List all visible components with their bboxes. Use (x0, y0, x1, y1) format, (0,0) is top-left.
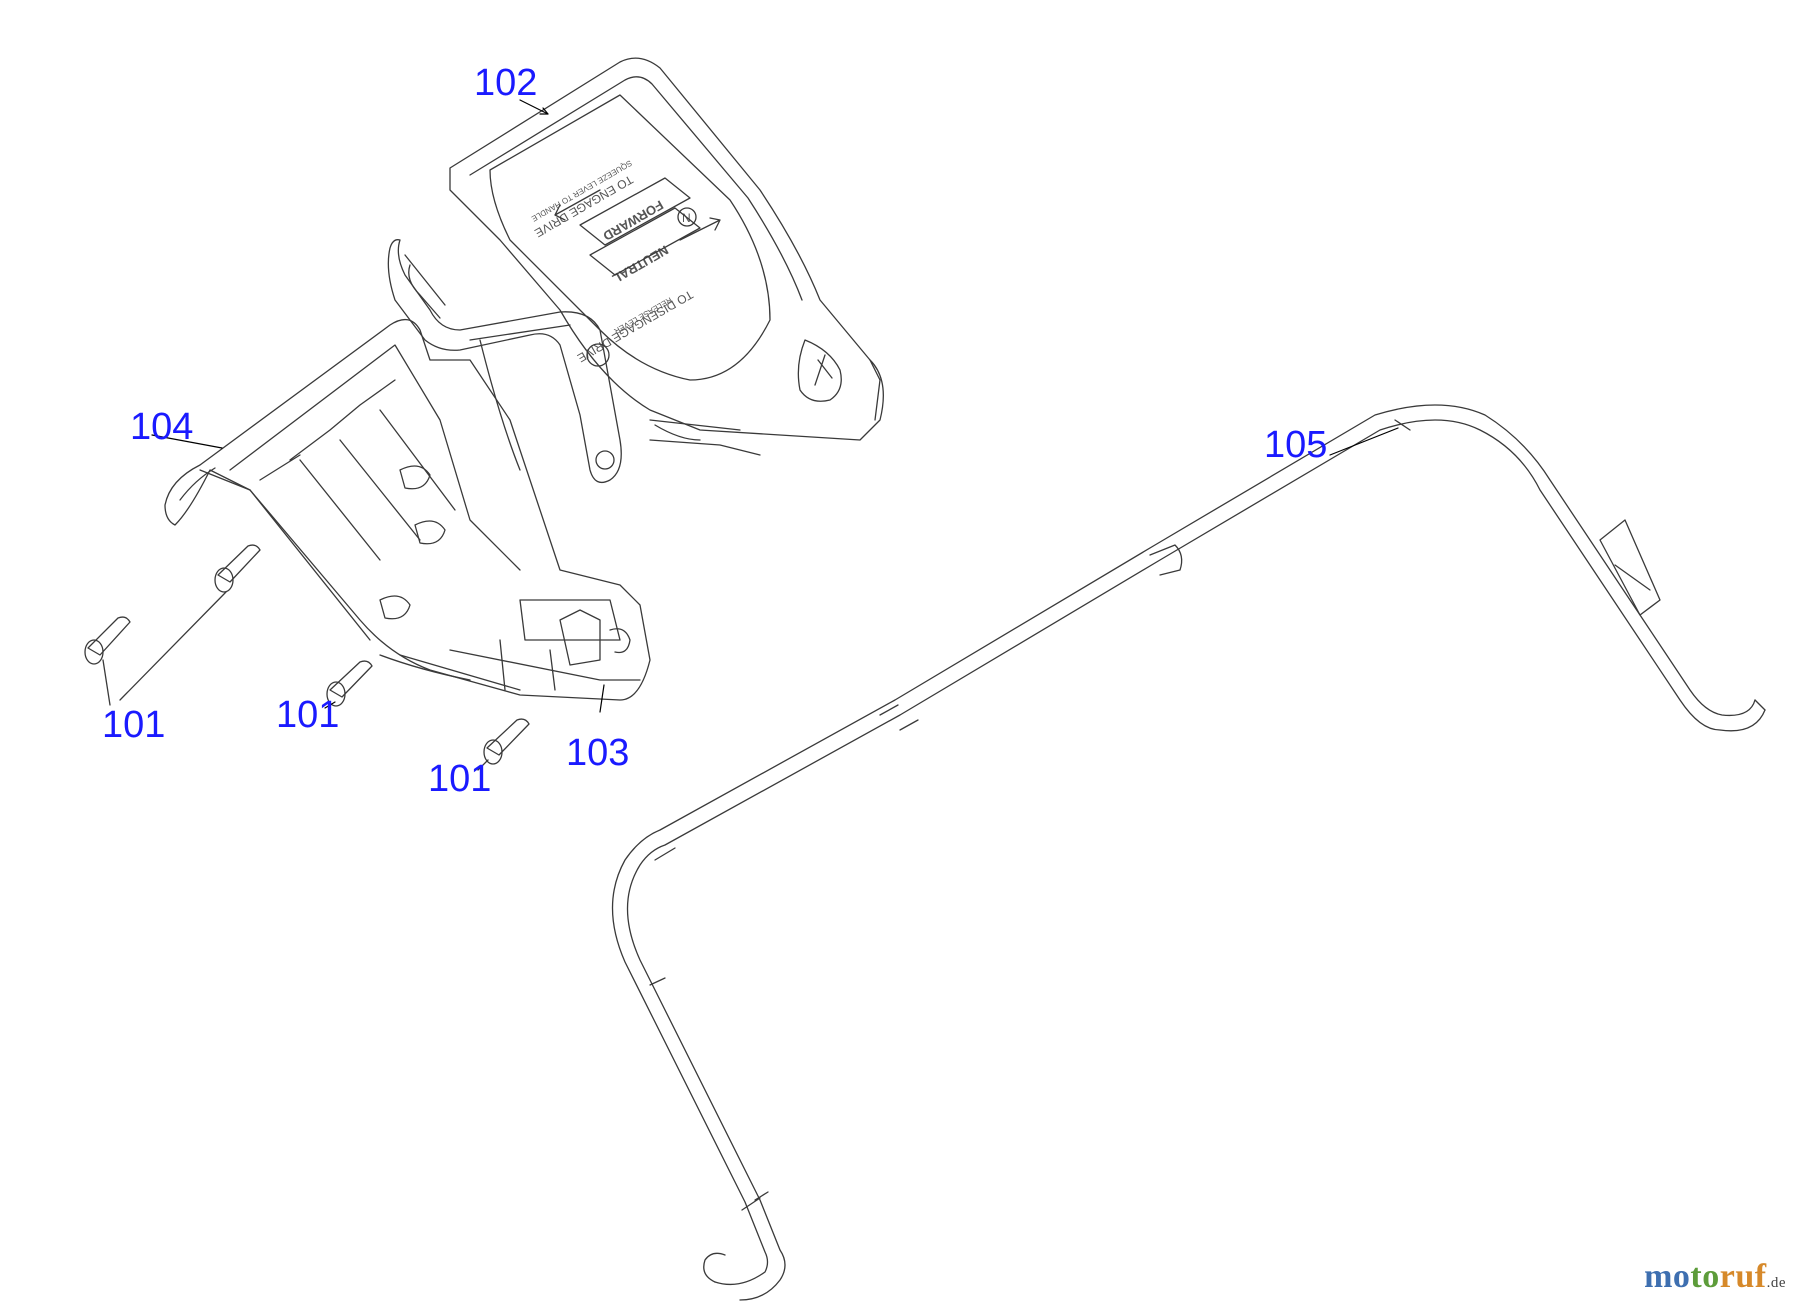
arrow-neutral-icon (679, 217, 721, 241)
arrow-forward-icon (554, 189, 601, 221)
callout-101-right: 101 (428, 758, 492, 800)
callout-104: 104 (130, 406, 194, 448)
part-104-lever (387, 239, 622, 484)
watermark-logo: motoruf.de (1644, 1258, 1786, 1295)
callout-103: 103 (566, 732, 630, 774)
part-105-rod (611, 404, 1766, 1301)
decal-line3: FORWARD (601, 197, 666, 243)
neutral-badge-icon (677, 207, 697, 227)
callout-102: 102 (474, 62, 538, 104)
part-102-cover: TO ENGAGE DRIVE SQUEEZE LEVER TO HANDLE … (449, 57, 884, 456)
neutral-badge-letter: N (682, 211, 691, 225)
part-101-bolt-c (326, 660, 373, 707)
part-103-bracket (164, 318, 651, 701)
part-101-bolt-a (84, 616, 131, 706)
callout-101-middle: 101 (276, 694, 340, 736)
part-101-bolt-b (119, 544, 261, 701)
callout-101-left: 101 (102, 704, 166, 746)
leader-lines (151, 99, 1399, 713)
part-101-bolt-d (477, 718, 530, 771)
callout-105: 105 (1264, 424, 1328, 466)
